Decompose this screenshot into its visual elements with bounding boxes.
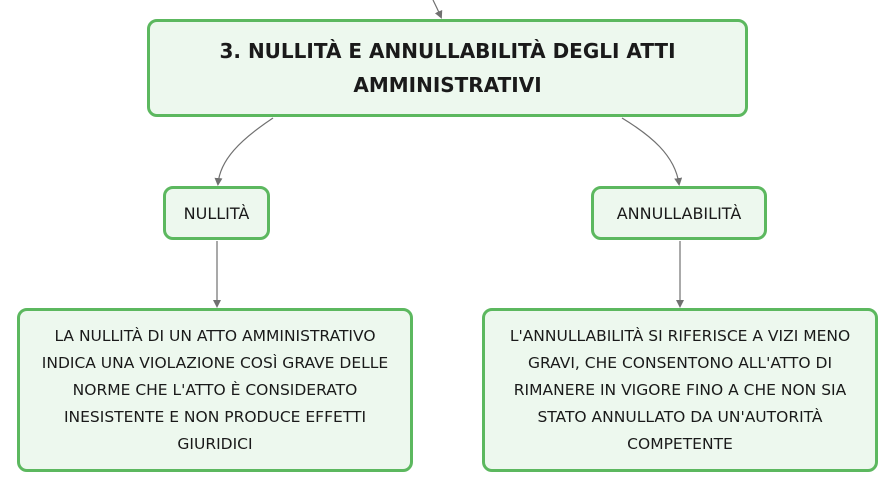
branch-node-nullita[interactable]: NULLITÀ (163, 186, 270, 240)
description-text-annullabilita: L'ANNULLABILITÀ SI RIFERISCE A VIZI MENO… (509, 326, 851, 453)
connector-title-to-nullita (214, 117, 274, 186)
title-text: 3. NULLITÀ E ANNULLABILITÀ DEGLI ATTI AM… (219, 39, 676, 97)
connector-from-parent (432, 0, 443, 19)
description-text-nullita: LA NULLITÀ DI UN ATTO AMMINISTRATIVO IND… (41, 326, 389, 453)
branch-label-annullabilita: ANNULLABILITÀ (616, 203, 742, 223)
connector-title-to-annullabilita (621, 117, 683, 186)
branch-label-nullita: NULLITÀ (183, 203, 250, 223)
branch-node-annullabilita[interactable]: ANNULLABILITÀ (591, 186, 767, 240)
title-node[interactable]: 3. NULLITÀ E ANNULLABILITÀ DEGLI ATTI AM… (147, 19, 748, 117)
description-node-annullabilita[interactable]: L'ANNULLABILITÀ SI RIFERISCE A VIZI MENO… (482, 308, 878, 472)
description-node-nullita[interactable]: LA NULLITÀ DI UN ATTO AMMINISTRATIVO IND… (17, 308, 413, 472)
